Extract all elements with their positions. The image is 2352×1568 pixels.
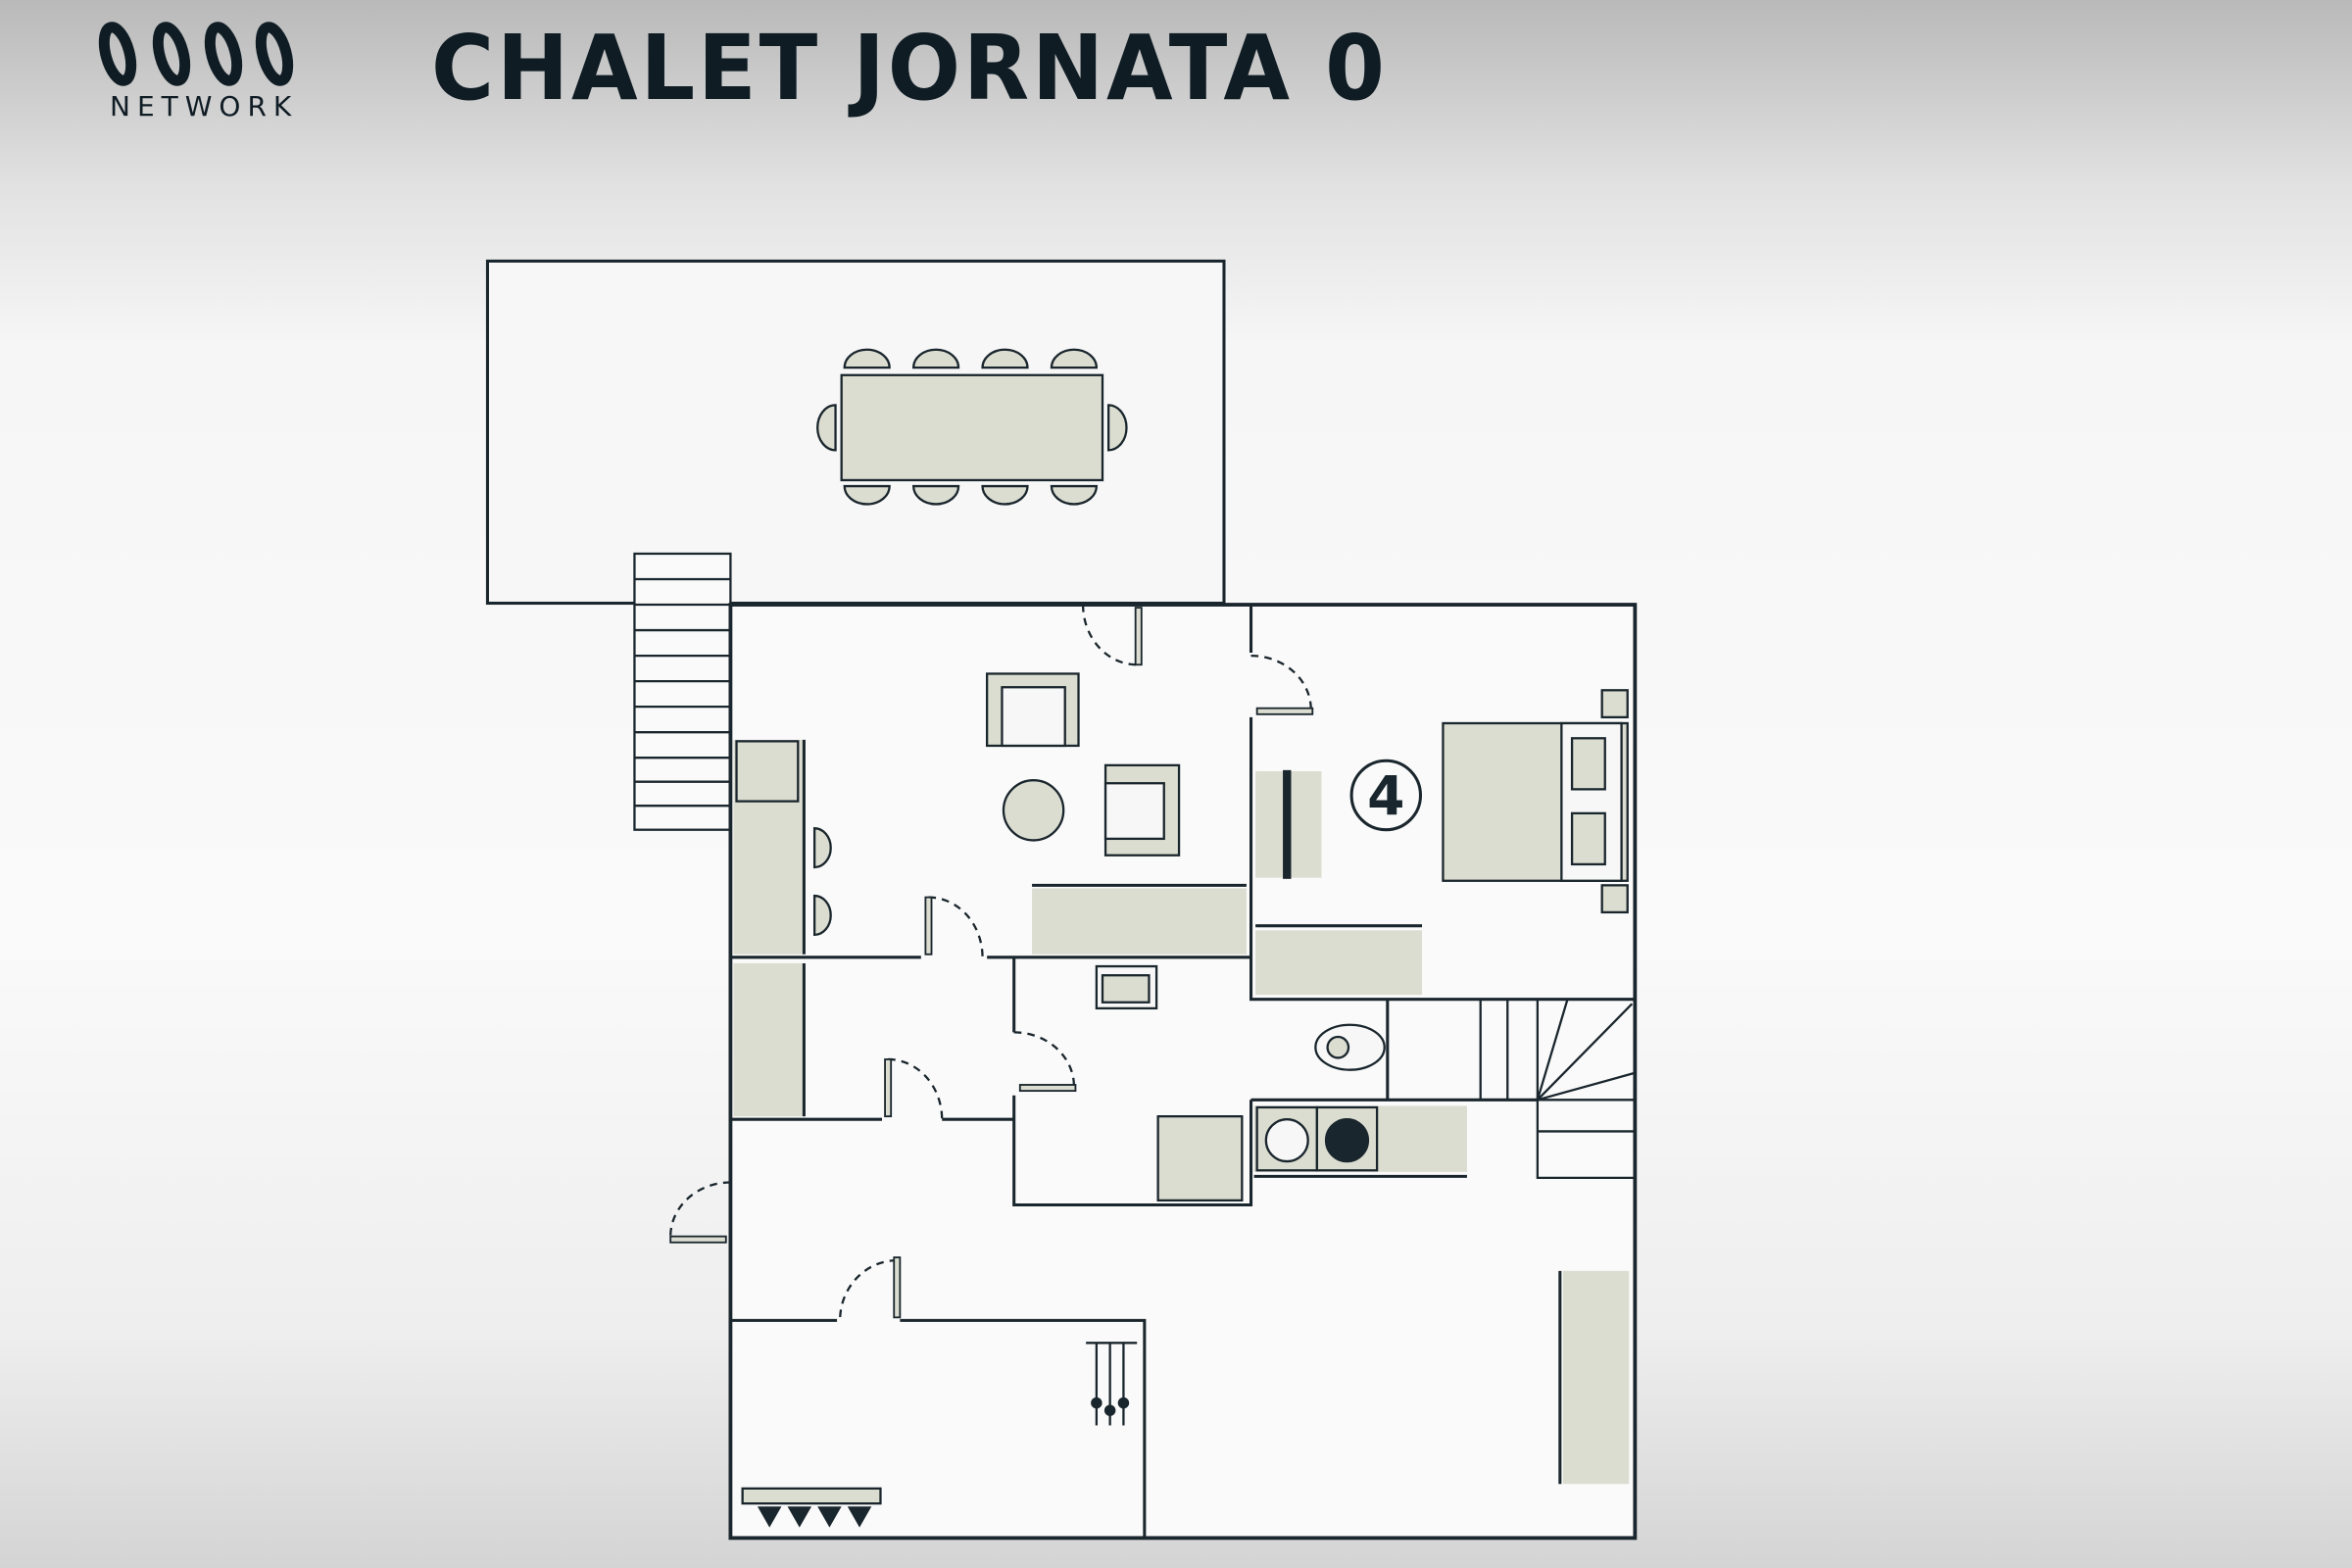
walls [730,605,1636,1539]
door-leaves [669,607,1314,1319]
ovo-logo [98,22,294,86]
page-title: CHALET JORNATA 0 [431,16,1388,121]
outer-stairs [633,552,732,831]
dining-chairs [816,348,1128,506]
room-number: 4 [1367,764,1404,827]
terrace [485,259,1226,606]
room-number-badge: 4 [1349,759,1423,832]
ski-rack-icon [1086,1342,1138,1426]
furniture [733,672,1630,1505]
dining-table [840,373,1104,482]
logo-network-text: NETWORK [110,90,299,122]
doors [669,605,1312,1321]
inner-stairs [1479,999,1636,1180]
boot-rack-icon [757,1506,872,1528]
